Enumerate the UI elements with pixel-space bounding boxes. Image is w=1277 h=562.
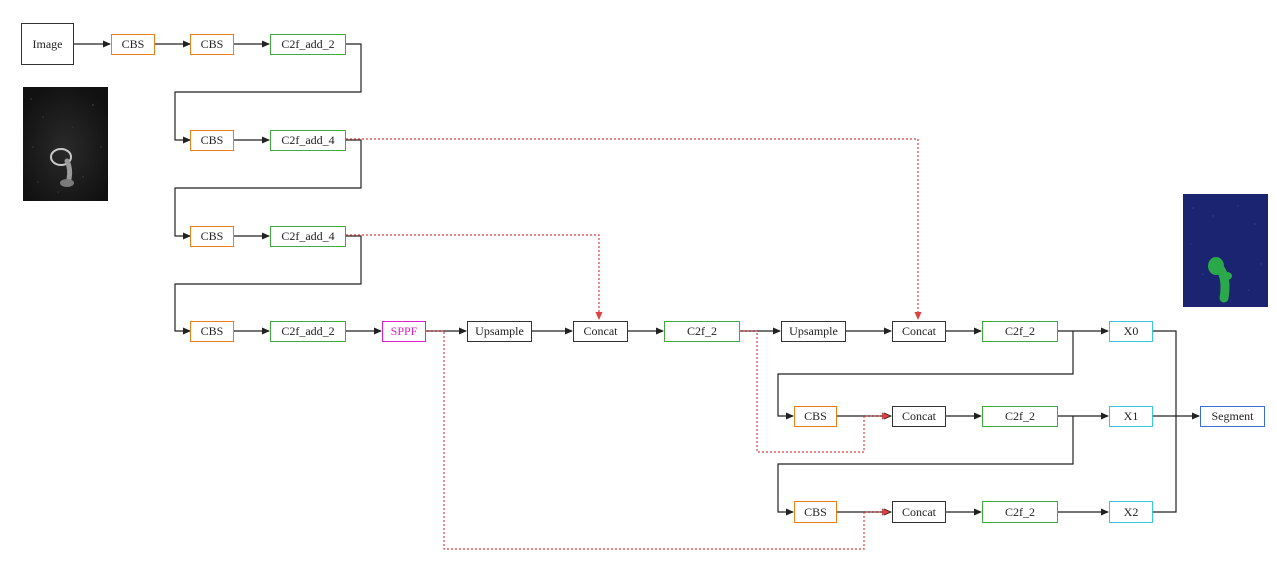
cbs-node-2: CBS — [190, 34, 234, 55]
edge-row2-to-row3 — [174, 139, 362, 240]
cbs-node-3: CBS — [190, 130, 234, 151]
cbs-node-6: CBS — [794, 406, 837, 427]
c2f-add-2-node-b: C2f_add_2 — [270, 321, 346, 342]
edge-c2f2b-cbs6 — [777, 331, 1074, 420]
upsample-node-1: Upsample — [467, 321, 532, 342]
cbs-node-1: CBS — [111, 34, 155, 55]
main-flow-edges — [74, 40, 1200, 516]
cbs-node-4: CBS — [190, 226, 234, 247]
segment-node: Segment — [1200, 406, 1265, 427]
skip-connection-edges — [346, 138, 922, 550]
edge-x2-segment — [1153, 416, 1177, 513]
image-node: Image — [21, 23, 74, 65]
cbs-node-7: CBS — [794, 501, 837, 523]
concat-node-2: Concat — [892, 321, 946, 342]
c2f-add-4-node-a: C2f_add_4 — [270, 130, 346, 151]
edge-row3-to-row4 — [174, 235, 362, 335]
c2f-2-node-b: C2f_2 — [982, 321, 1058, 342]
x1-node: X1 — [1109, 406, 1153, 427]
concat-node-1: Concat — [573, 321, 628, 342]
segmented-image — [1183, 194, 1268, 307]
upsample-node-2: Upsample — [781, 321, 846, 342]
concat-node-3: Concat — [892, 406, 946, 427]
c2f-2-node-a: C2f_2 — [664, 321, 740, 342]
skip-c2f-add-4-a-to-concat2 — [346, 138, 922, 320]
c2f-add-2-node-a: C2f_add_2 — [270, 34, 346, 55]
x0-node: X0 — [1109, 321, 1153, 342]
c2f-add-4-node-b: C2f_add_4 — [270, 226, 346, 247]
input-image — [23, 87, 108, 201]
skip-c2f2a-to-concat3 — [739, 330, 890, 453]
c2f-2-node-d: C2f_2 — [982, 501, 1058, 523]
edge-x0-segment — [1153, 330, 1177, 416]
sppf-node: SPPF — [382, 321, 426, 342]
edge-c2f2c-cbs7 — [777, 416, 1074, 516]
concat-node-4: Concat — [892, 501, 946, 523]
edge-row1-to-row2 — [174, 43, 362, 144]
x2-node: X2 — [1109, 501, 1153, 523]
skip-c2f-add-4-b-to-concat1 — [346, 234, 603, 320]
cbs-node-5: CBS — [190, 321, 234, 342]
c2f-2-node-c: C2f_2 — [982, 406, 1058, 427]
